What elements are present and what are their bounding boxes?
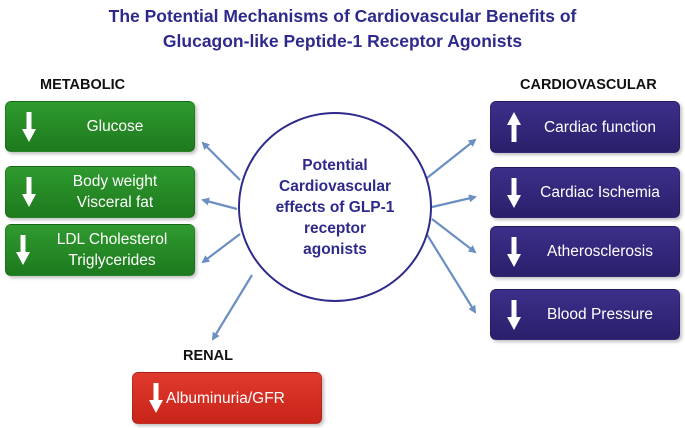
title-line-1: The Potential Mechanisms of Cardiovascul… [108,6,577,26]
down-arrow-icon [507,177,521,208]
cardiovascular-item-line: Cardiac function [543,118,656,136]
metabolic-item-line: Body weight [72,173,158,190]
metabolic-item-line: LDL Cholesterol [56,231,168,248]
metabolic-item-text: LDL Cholesterol Triglycerides [30,229,194,271]
cardiovascular-item-text: Blood Pressure [521,304,679,325]
diagram-title: The Potential Mechanisms of Cardiovascul… [0,4,685,54]
cardiovascular-item-line: Cardiac Ischemia [540,184,660,201]
renal-item-text: Albuminuria/GFR [163,388,321,409]
arrow-to-atherosclerosis [431,218,477,254]
arrow-to-ldl [201,233,241,264]
up-arrow-icon [507,112,521,142]
arrow-to-cardiac-ischemia [431,194,477,209]
down-arrow-icon [16,235,30,265]
metabolic-label: METABOLIC [40,77,126,93]
center-circle: Potential Cardiovascular effects of GLP-… [238,112,432,302]
arrow-to-body-weight [201,197,238,211]
metabolic-item-line: Glucose [86,118,144,135]
renal-box-albuminuria: Albuminuria/GFR [132,372,322,424]
metabolic-box-glucose: Glucose [5,101,195,152]
metabolic-item-text: Body weight Visceral fat [36,171,194,213]
down-arrow-icon [22,177,36,207]
down-arrow-icon [22,111,36,142]
metabolic-item-line: Visceral fat [76,194,154,211]
arrow-to-renal [211,274,253,341]
cardiovascular-item-text: Cardiac function [521,117,679,138]
cardiovascular-box-cardiac-ischemia: Cardiac Ischemia [490,167,680,218]
metabolic-box-ldl: LDL Cholesterol Triglycerides [5,224,195,276]
renal-label: RENAL [183,348,233,364]
metabolic-item-line: Triglycerides [68,252,156,269]
title-line-2: Glucagon-like Peptide-1 Receptor Agonist… [162,31,523,51]
down-arrow-icon [507,236,521,267]
cardiovascular-item-text: Atherosclerosis [521,241,679,262]
cardiovascular-label: CARDIOVASCULAR [520,77,657,93]
cardiovascular-item-text: Cardiac Ischemia [521,182,679,203]
arrow-to-blood-pressure [425,232,477,314]
metabolic-item-text: Glucose [36,116,194,137]
cardiovascular-item-line: Atherosclerosis [547,243,653,260]
metabolic-box-body-weight: Body weight Visceral fat [5,166,195,218]
down-arrow-icon [507,299,521,330]
cardiovascular-box-cardiac-function: Cardiac function [490,101,680,153]
arrow-to-glucose [201,141,241,181]
arrow-to-cardiac-function [426,138,477,179]
down-arrow-icon [149,383,163,413]
cardiovascular-box-atherosclerosis: Atherosclerosis [490,226,680,277]
cardiovascular-box-blood-pressure: Blood Pressure [490,289,680,340]
cardiovascular-item-line: Blood Pressure [547,306,653,323]
renal-item-line: Albuminuria/GFR [166,389,285,407]
center-text: Potential Cardiovascular effects of GLP-… [275,156,395,258]
